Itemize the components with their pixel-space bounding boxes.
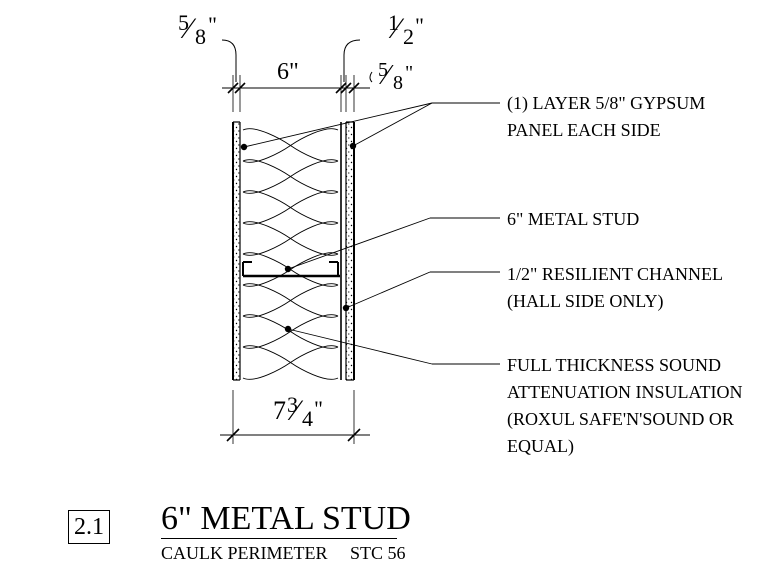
detail-subtitle: CAULK PERIMETER STC 56 [161, 543, 406, 563]
dim-overall-slash: ⁄ [293, 394, 299, 427]
dim-right-den: 8 [393, 72, 403, 94]
left-gypsum-panel [232, 121, 241, 381]
leader-dots [240, 142, 357, 333]
insulation-scallops [242, 128, 339, 380]
dim-right-unit: " [405, 62, 414, 84]
batt-insulation [242, 128, 339, 380]
detail-number: 2.1 [74, 514, 104, 540]
dim-left-slash: ⁄ [186, 12, 192, 45]
note-insulation-line-1: FULL THICKNESS SOUND [507, 356, 722, 375]
top-dimension-line [221, 39, 373, 112]
dim-overall-den: 4 [302, 406, 313, 431]
resilient-channel [340, 122, 347, 380]
detail-number-box: 2.1 [68, 510, 110, 544]
note-gypsum-line-2: PANEL EACH SIDE [507, 120, 661, 140]
note-gypsum-line-1: (1) LAYER 5/8" GYPSUM [507, 93, 706, 113]
detail-title: 6" METAL STUD [161, 500, 411, 537]
note-channel-line-1: 1/2" RESILIENT CHANNEL [507, 264, 723, 284]
dim-channel-unit: " [415, 13, 424, 38]
title-underline [161, 538, 397, 539]
dim-channel-den: 2 [403, 24, 414, 49]
note-channel-line-2: (HALL SIDE ONLY) [507, 291, 664, 311]
dim-overall-num: 3 [287, 392, 298, 417]
note-insulation: FULL THICKNESS SOUND ATTENUATION INSULAT… [507, 356, 762, 466]
note-leaders [243, 102, 500, 365]
dim-left-num: 5 [178, 10, 189, 35]
note-insulation-line-2: ATTENUATION INSULATION [507, 382, 743, 402]
note-insulation-line-3: (ROXUL SAFE'N'SOUND OR [507, 409, 734, 429]
bottom-dimension-line [220, 390, 370, 444]
metal-stud [242, 261, 340, 278]
dim-channel-num: 1 [388, 10, 399, 35]
dim-left-unit: " [208, 12, 217, 37]
right-gypsum-panel [346, 121, 355, 381]
dim-channel-slash: ⁄ [394, 12, 400, 45]
dim-overall-whole: 7 [273, 396, 286, 425]
dim-overall-unit: " [314, 396, 323, 421]
dim-right-slash: ⁄ [384, 60, 389, 91]
dim-right-num: 5 [378, 59, 388, 81]
dim-left-den: 8 [195, 24, 206, 49]
note-metal-stud-line-1: 6" METAL STUD [507, 209, 640, 229]
dim-stud-width: 6" [277, 59, 299, 85]
note-insulation-line-4: EQUAL) [507, 436, 574, 456]
